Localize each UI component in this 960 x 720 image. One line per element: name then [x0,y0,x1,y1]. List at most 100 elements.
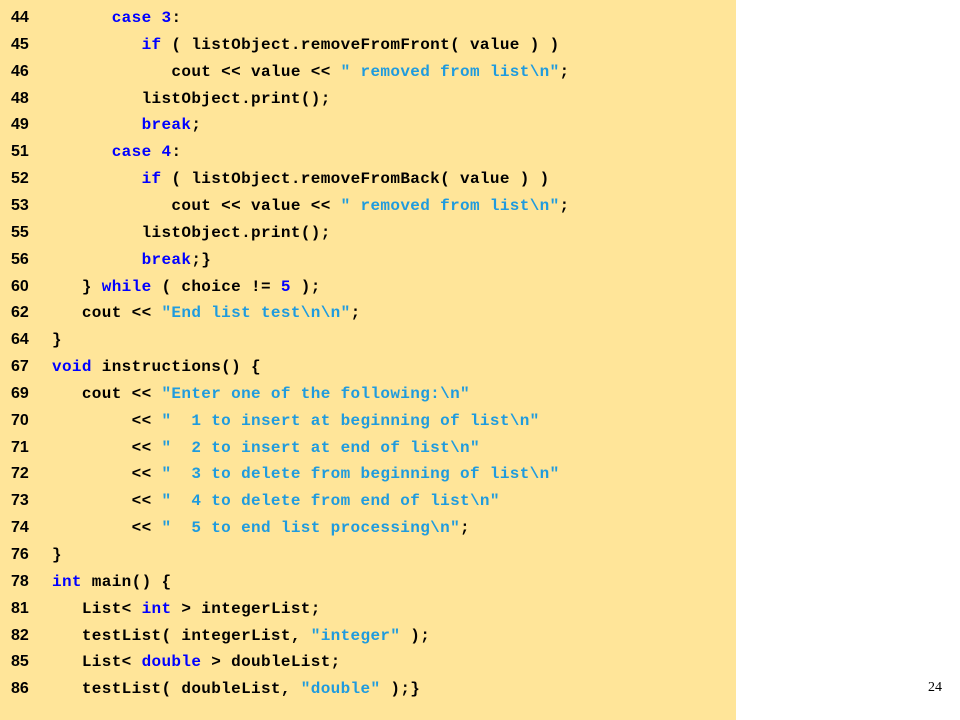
line-number: 44 [11,9,29,26]
keyword-token: if [141,170,162,189]
number-token: 3 [161,9,172,27]
code-token [152,9,162,27]
code-text: void instructions() { [52,354,261,380]
code-text: listObject.print(); [52,86,331,112]
code-token: cout << [52,304,162,323]
code-token: ; [460,519,470,538]
keyword-token: if [141,35,162,54]
code-token: ( listObject.removeFromFront( value ) ) [161,35,560,54]
code-listing: 44 case 3:45 if ( listObject.removeFromF… [0,0,736,720]
code-token: listObject.print(); [52,89,331,108]
code-text: testList( integerList, "integer" ); [52,623,430,649]
string-token: "double" [300,680,381,699]
keyword-token: double [141,653,202,672]
code-text: case 3: [52,5,181,31]
code-text: << " 4 to delete from end of list\n" [52,488,500,514]
code-token: List< [52,653,142,672]
code-text: if ( listObject.removeFromFront( value )… [52,32,560,58]
code-token: main() { [81,572,172,591]
number-token: 5 [280,277,291,296]
line-number: 69 [11,384,29,402]
code-text: case 4: [52,139,181,165]
code-text: listObject.print(); [52,220,331,246]
string-token: " 4 to delete from end of list\n" [161,492,500,511]
line-number: 74 [11,519,29,537]
code-text: } [52,542,62,568]
keyword-token: while [101,277,152,296]
code-token: << [52,465,162,484]
keyword-token: int [141,599,172,618]
code-token: cout << [52,384,162,403]
string-token: "integer" [310,626,401,645]
line-number: 45 [11,35,29,53]
line-number: 72 [11,465,29,483]
code-token: << [52,519,162,538]
code-token [52,9,112,27]
code-token: << [52,411,162,430]
line-number: 64 [11,331,29,349]
code-token: } [52,546,62,564]
line-number: 85 [11,653,29,671]
code-token: ; [350,304,361,323]
slide-number: 24 [928,680,942,695]
code-text: } [52,327,62,353]
keyword-token: int [52,572,82,591]
code-token: ;} [191,250,212,269]
code-token [152,143,162,161]
line-number: 71 [11,438,29,456]
code-token: List< [52,599,142,618]
code-token: ); [400,626,431,645]
string-token: " 5 to end list processing\n" [161,519,461,538]
string-token: " 2 to insert at end of list\n" [161,438,480,457]
code-text: << " 5 to end list processing\n"; [52,515,470,541]
code-text: cout << "End list test\n\n"; [52,300,361,326]
line-number: 46 [11,62,29,80]
code-text: cout << value << " removed from list\n"; [52,193,570,219]
code-token: ); [290,277,321,296]
number-token: 4 [161,143,172,162]
code-token: << [52,492,162,511]
line-number: 62 [11,304,29,322]
line-number: 51 [11,143,29,161]
code-token: ; [559,62,570,81]
code-token [52,170,142,188]
string-token: " 3 to delete from beginning of list\n" [161,465,560,484]
code-text: << " 3 to delete from beginning of list\… [52,461,560,487]
line-number: 49 [11,116,29,134]
line-number: 60 [11,277,29,295]
keyword-token: void [52,358,92,377]
code-token: ( listObject.removeFromBack( value ) ) [161,170,550,189]
code-text: if ( listObject.removeFromBack( value ) … [52,166,550,192]
code-text: break;} [52,247,211,273]
code-token: listObject.print(); [52,223,331,242]
code-token: > integerList; [171,599,321,618]
code-token: ; [191,116,202,135]
string-token: "End list test\n\n" [161,304,351,323]
code-text: break; [52,112,201,138]
code-token [52,143,112,161]
line-number: 76 [11,546,29,563]
code-token: << [52,438,162,457]
string-token: " 1 to insert at beginning of list\n" [161,411,540,430]
string-token: " removed from list\n" [340,196,560,215]
line-number: 56 [11,250,29,268]
code-token: > doubleList; [201,653,341,672]
line-number: 70 [11,411,29,429]
line-number: 73 [11,492,29,510]
code-text: cout << "Enter one of the following:\n" [52,381,470,407]
code-text: List< double > doubleList; [52,649,341,675]
line-number: 48 [11,89,29,107]
code-text: << " 1 to insert at beginning of list\n" [52,408,540,434]
line-number: 81 [11,599,29,617]
code-text: << " 2 to insert at end of list\n" [52,435,480,461]
line-number: 82 [11,626,29,644]
code-token: : [171,143,182,162]
code-token: );} [380,680,421,699]
keyword-token: case [111,9,152,27]
string-token: "Enter one of the following:\n" [161,384,470,403]
code-text: cout << value << " removed from list\n"; [52,59,570,85]
code-token: } [52,331,62,350]
code-text: List< int > integerList; [52,596,321,622]
code-token: ; [559,196,570,215]
code-token [52,116,142,134]
